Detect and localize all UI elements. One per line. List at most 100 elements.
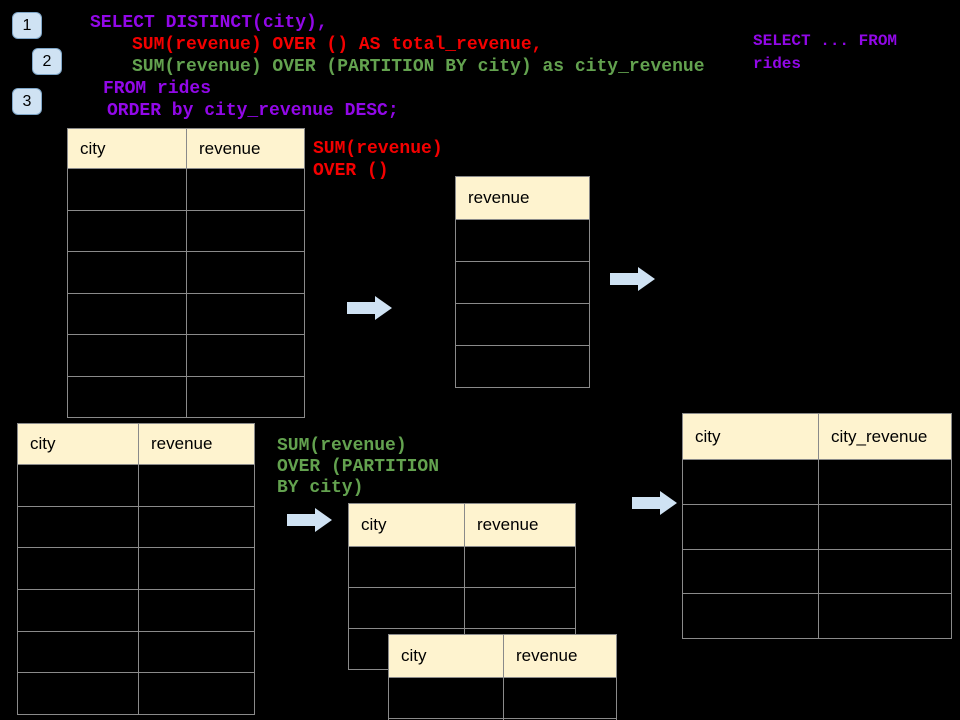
empty-cell xyxy=(68,211,186,252)
table-empty-row xyxy=(683,548,951,594)
table-empty-row xyxy=(68,168,304,210)
table-empty-row xyxy=(349,587,575,628)
empty-cell xyxy=(18,632,138,673)
sql-line-3: SUM(revenue) OVER (PARTITION BY city) as… xyxy=(132,57,705,77)
annotation-over-partition: SUM(revenue) OVER (PARTITION BY city) xyxy=(277,436,440,498)
empty-cell xyxy=(186,335,304,376)
empty-cell xyxy=(683,505,818,549)
empty-cell xyxy=(18,673,138,714)
column-header-revenue: revenue xyxy=(503,635,616,677)
empty-cell xyxy=(456,262,589,303)
empty-cell xyxy=(186,293,304,334)
column-header-city: city xyxy=(68,129,186,168)
table-empty-row xyxy=(349,546,575,587)
table-empty-row xyxy=(456,345,589,387)
column-header-revenue: revenue xyxy=(186,129,304,168)
empty-cell xyxy=(349,588,464,628)
empty-cell xyxy=(349,547,464,587)
empty-cell xyxy=(68,294,186,335)
empty-cell xyxy=(68,335,186,376)
table-empty-row xyxy=(18,630,254,673)
table-empty-row xyxy=(456,303,589,345)
empty-cell xyxy=(18,590,138,631)
empty-cell xyxy=(138,506,254,548)
empty-cell xyxy=(683,594,818,638)
empty-cell xyxy=(683,460,818,504)
table-empty-row xyxy=(18,464,254,506)
column-header-city_revenue: city_revenue xyxy=(818,414,951,459)
empty-cell xyxy=(186,210,304,251)
step-badge-3: 3 xyxy=(12,88,42,115)
column-header-city: city xyxy=(349,504,464,546)
table-empty-row xyxy=(18,547,254,590)
empty-cell xyxy=(456,220,589,261)
table-empty-row xyxy=(456,219,589,261)
empty-cell xyxy=(18,548,138,589)
empty-cell xyxy=(186,252,304,293)
sql-line-1: SELECT DISTINCT(city), xyxy=(90,13,328,33)
table-empty-row xyxy=(683,503,951,549)
table-empty-row xyxy=(456,261,589,303)
empty-cell xyxy=(138,590,254,631)
arrow-right-icon xyxy=(347,296,392,320)
empty-cell xyxy=(186,376,304,417)
arrow-right-icon xyxy=(610,267,655,291)
table-header-row: revenue xyxy=(456,177,589,219)
column-header-city: city xyxy=(18,424,138,464)
table-total-revenue-result: revenue xyxy=(455,176,590,388)
empty-cell xyxy=(68,377,186,418)
column-header-revenue: revenue xyxy=(138,424,254,464)
step-badge-2: 2 xyxy=(32,48,62,75)
empty-cell xyxy=(818,594,951,639)
annotation-over-total: SUM(revenue) OVER () xyxy=(313,139,443,181)
empty-cell xyxy=(138,548,254,590)
empty-cell xyxy=(456,304,589,345)
table-empty-row xyxy=(18,589,254,631)
table-empty-row xyxy=(683,593,951,639)
empty-cell xyxy=(68,169,186,210)
empty-cell xyxy=(68,252,186,293)
arrow-right-icon xyxy=(632,491,677,515)
empty-cell xyxy=(818,549,951,594)
empty-cell xyxy=(389,678,503,718)
table-empty-row xyxy=(68,375,304,418)
table-empty-row xyxy=(68,251,304,293)
sql-line-4: FROM rides xyxy=(103,79,212,99)
column-header-city: city xyxy=(683,414,818,459)
table-empty-row xyxy=(68,209,304,252)
empty-cell xyxy=(138,673,254,715)
empty-cell xyxy=(456,346,589,387)
step-badge-1: 1 xyxy=(12,12,42,39)
empty-cell xyxy=(818,504,951,549)
sql-line-5: ORDER by city_revenue DESC; xyxy=(107,101,399,121)
empty-cell xyxy=(503,678,616,718)
arrow-right-icon xyxy=(287,508,332,532)
sql-side-note: SELECT ... FROM rides xyxy=(753,32,898,73)
empty-cell xyxy=(464,547,575,587)
table-empty-row xyxy=(683,459,951,504)
empty-cell xyxy=(818,460,951,504)
empty-cell xyxy=(138,631,254,673)
table-empty-row xyxy=(68,292,304,335)
table-empty-row xyxy=(18,672,254,715)
table-empty-row xyxy=(68,334,304,376)
column-header-city: city xyxy=(389,635,503,677)
column-header-revenue: revenue xyxy=(464,504,575,546)
table-empty-row xyxy=(389,677,616,718)
empty-cell xyxy=(186,169,304,210)
empty-cell xyxy=(18,507,138,548)
empty-cell xyxy=(464,588,575,628)
empty-cell xyxy=(138,465,254,506)
empty-cell xyxy=(18,465,138,506)
table-empty-row xyxy=(18,505,254,548)
empty-cell xyxy=(683,550,818,594)
